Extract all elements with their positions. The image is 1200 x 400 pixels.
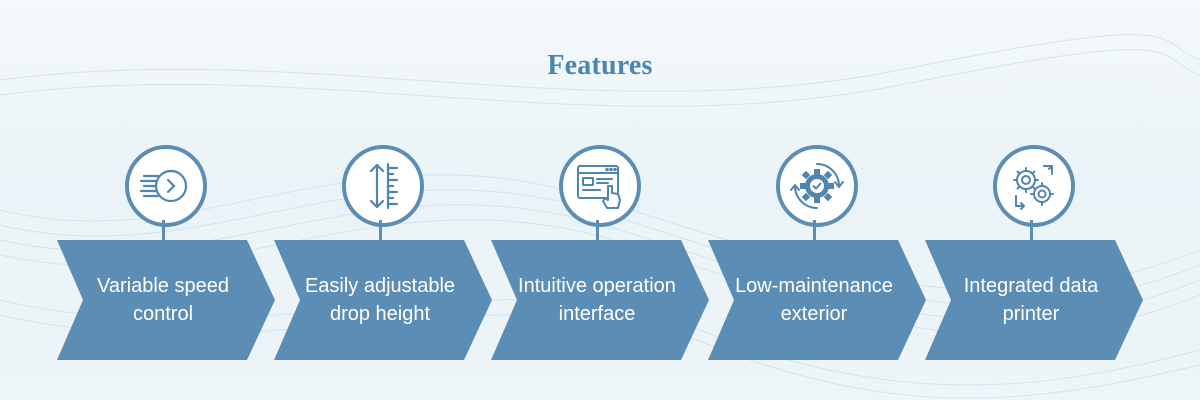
chevron-shape [274, 240, 492, 360]
icon-badge [342, 145, 424, 227]
icon-badge [559, 145, 641, 227]
touch-interface-icon [577, 165, 621, 209]
feature-label: Integrated data printer [963, 275, 1099, 325]
icon-badge [776, 145, 858, 227]
height-ruler-icon [369, 162, 399, 210]
feature-label: Easily adjustable drop height [304, 275, 456, 325]
connector-line [379, 220, 382, 242]
gear-check-icon [790, 163, 844, 209]
speedometer-icon [139, 169, 188, 203]
chevron-shape [708, 240, 926, 360]
connector-line [162, 220, 165, 242]
feature-step-operation-interface: Intuitive operation interface [491, 140, 709, 362]
page-title: Features [547, 50, 653, 81]
feature-step-low-maintenance: Low-maintenance exterior [708, 140, 926, 362]
chevron-shape [491, 240, 709, 360]
connector-line [813, 220, 816, 242]
connector-line [596, 220, 599, 242]
chevron-shape [925, 240, 1143, 360]
feature-step-variable-speed: Variable speed control [57, 140, 275, 362]
feature-step-drop-height: Easily adjustable drop height [274, 140, 492, 362]
feature-step-data-printer: Integrated data printer [925, 140, 1143, 362]
connector-line [1030, 220, 1033, 242]
icon-badge [125, 145, 207, 227]
gears-cycle-icon [1013, 165, 1054, 210]
feature-label: Variable speed control [97, 275, 229, 325]
feature-label: Intuitive operation interface [518, 275, 676, 325]
feature-label: Low-maintenance exterior [735, 275, 893, 325]
chevron-shape [57, 240, 275, 360]
icon-badge [993, 145, 1075, 227]
